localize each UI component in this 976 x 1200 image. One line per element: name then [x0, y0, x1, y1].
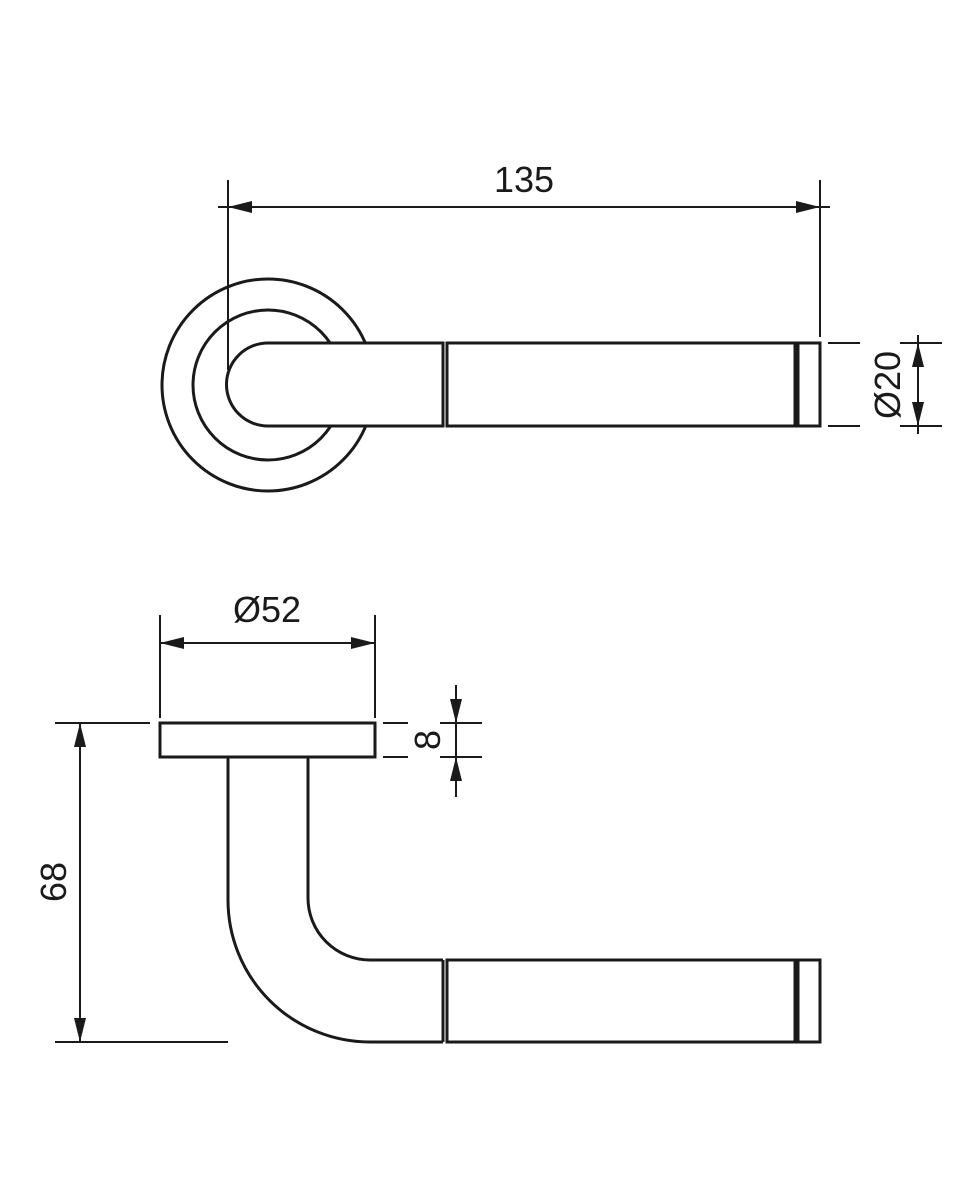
- dim-rosette-diameter: Ø52: [233, 589, 301, 630]
- dim-rosette-thickness: 8: [407, 730, 448, 750]
- dim-lever-diameter: Ø20: [867, 351, 908, 419]
- lever-stem-outer: [226, 757, 443, 1044]
- dim-lever-length: 135: [494, 159, 554, 200]
- lever-end-cap-top: [796, 341, 822, 428]
- dim-projection: 68: [33, 862, 74, 902]
- lever-end-cap-side: [796, 958, 822, 1044]
- rosette-side: [158, 721, 377, 759]
- lever-grip-top: [445, 341, 797, 428]
- lever-stem-inner: [306, 757, 443, 962]
- side-view: Ø52 8 68: [33, 589, 822, 1044]
- lever-grip-side: [445, 958, 797, 1044]
- top-view: 135 Ø20: [160, 159, 942, 493]
- lever-body-top: [225, 341, 445, 428]
